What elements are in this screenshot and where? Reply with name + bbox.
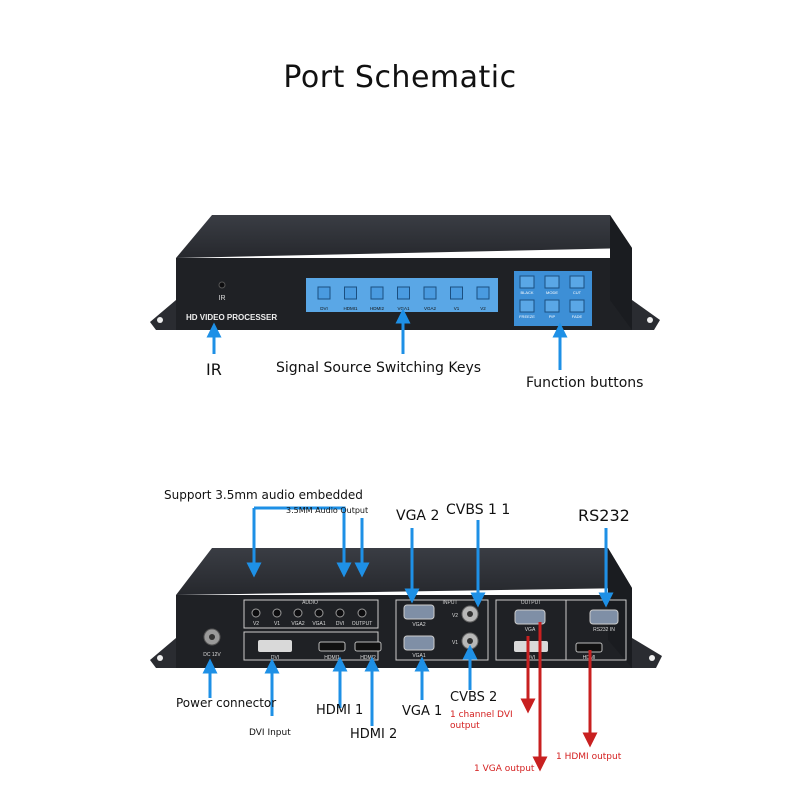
function-key-label: FREEZE bbox=[519, 314, 535, 319]
audio-jack-dvi bbox=[335, 608, 345, 618]
function-buttons-callout: Function buttons bbox=[526, 375, 644, 391]
model-label: HD VIDEO PROCESSER bbox=[186, 313, 277, 322]
audio-jack-label: VGA2 bbox=[291, 621, 305, 627]
audio-input-box bbox=[243, 599, 379, 629]
audio-jack-label: DVI bbox=[336, 621, 344, 627]
audio-embedded-arrow-right bbox=[254, 506, 352, 578]
control-box bbox=[565, 599, 627, 661]
function-key-black[interactable] bbox=[519, 275, 535, 289]
dvi-output-port-icon bbox=[514, 641, 548, 652]
dvi-panel-label: DVI bbox=[271, 655, 279, 661]
cvbs1-callout: CVBS 1 1 bbox=[446, 502, 511, 518]
function-key-label: MODE bbox=[546, 290, 558, 295]
audio-jack-v2 bbox=[251, 608, 261, 618]
source-key-label: DVI bbox=[320, 306, 328, 311]
function-key-mode[interactable] bbox=[544, 275, 560, 289]
source-key-vga1[interactable] bbox=[397, 286, 410, 300]
source-key-label: HDMI2 bbox=[370, 306, 384, 311]
vga2-port-icon bbox=[403, 604, 435, 620]
hdmi1-port-icon bbox=[318, 641, 346, 652]
audio-jack-vga1 bbox=[314, 608, 324, 618]
hdmi1-callout: HDMI 1 bbox=[316, 703, 364, 718]
vga-out-panel-label: VGA bbox=[525, 627, 536, 633]
audio-group-label: AUDIO bbox=[302, 600, 318, 606]
dvi-input-port-icon bbox=[258, 640, 292, 652]
hdmi-output-callout: 1 HDMI output bbox=[556, 752, 622, 762]
audio-jack-label: VGA1 bbox=[312, 621, 326, 627]
power-callout: Power connector bbox=[176, 696, 277, 710]
function-key-label: FADE bbox=[572, 314, 583, 319]
function-key-fade[interactable] bbox=[569, 299, 585, 313]
input-box bbox=[395, 599, 489, 661]
ir-sensor-icon bbox=[218, 281, 226, 289]
audio-jack-label: V2 bbox=[253, 621, 259, 627]
function-key-pip[interactable] bbox=[544, 299, 560, 313]
rs232-callout: RS232 bbox=[578, 506, 630, 525]
hdmi2-port-icon bbox=[354, 641, 382, 652]
rs232-panel-label: RS232 IN bbox=[593, 627, 615, 633]
audio-output-panel-label: OUTPUT bbox=[352, 621, 373, 627]
hdmi1-panel-label: HDMI1 bbox=[324, 655, 340, 661]
page-title: Port Schematic bbox=[283, 60, 517, 95]
function-key-freeze[interactable] bbox=[519, 299, 535, 313]
source-key-label: VGA1 bbox=[397, 306, 410, 311]
ir-callout: IR bbox=[206, 360, 222, 379]
audio-embedded-callout: Support 3.5mm audio embedded bbox=[164, 488, 363, 502]
ir-panel-label: IR bbox=[219, 295, 226, 302]
rs232-port-icon bbox=[589, 609, 619, 625]
hdmi2-callout: HDMI 2 bbox=[350, 727, 398, 742]
vga1-callout: VGA 1 bbox=[402, 704, 443, 719]
vga-output-callout: 1 VGA output bbox=[474, 764, 535, 774]
hdmi2-panel-label: HDMI2 bbox=[360, 655, 376, 661]
dc-panel-label: DC 12V bbox=[203, 652, 221, 658]
source-key-label: VGA2 bbox=[424, 306, 437, 311]
audio-output-callout: 3.5MM Audio Output bbox=[286, 506, 369, 515]
vga1-port-icon bbox=[403, 635, 435, 651]
input-group-label: INPUT bbox=[443, 600, 458, 606]
source-key-hdmi1[interactable] bbox=[344, 286, 357, 300]
source-key-dvi[interactable] bbox=[317, 286, 331, 300]
dvi-input-callout: DVI Input bbox=[249, 728, 291, 738]
function-key-label: CUT bbox=[573, 290, 582, 295]
vga2-panel-label: VGA2 bbox=[412, 622, 426, 628]
source-key-label: V1 bbox=[454, 306, 460, 311]
source-key-vga2[interactable] bbox=[423, 286, 437, 300]
cvbs2-callout: CVBS 2 bbox=[450, 690, 498, 705]
vga1-panel-label: VGA1 bbox=[412, 653, 426, 659]
function-key-label: PIP bbox=[549, 314, 556, 319]
source-key-v2[interactable] bbox=[476, 286, 490, 300]
audio-jack-vga2 bbox=[293, 608, 303, 618]
v2-panel-label: V2 bbox=[452, 613, 458, 619]
dvi-output-callout: 1 channel DVI output bbox=[450, 710, 513, 731]
function-key-cut[interactable] bbox=[569, 275, 585, 289]
dvi-out-panel-label: DVI bbox=[527, 655, 535, 661]
audio-jack-label: V1 bbox=[274, 621, 280, 627]
source-key-label: HDMI1 bbox=[343, 306, 357, 311]
source-key-v1[interactable] bbox=[450, 286, 463, 300]
v1-panel-label: V1 bbox=[452, 640, 458, 646]
vga-output-port-icon bbox=[514, 609, 546, 625]
output-group-label: OUTPUT bbox=[521, 600, 542, 606]
source-switching-callout: Signal Source Switching Keys bbox=[276, 360, 482, 376]
audio-jack-v1 bbox=[272, 608, 282, 618]
source-key-hdmi2[interactable] bbox=[370, 286, 384, 300]
function-key-label: BLACK bbox=[520, 290, 533, 295]
vga2-callout: VGA 2 bbox=[396, 508, 440, 524]
source-key-label: V2 bbox=[480, 306, 486, 311]
audio-output-jack bbox=[357, 608, 367, 618]
